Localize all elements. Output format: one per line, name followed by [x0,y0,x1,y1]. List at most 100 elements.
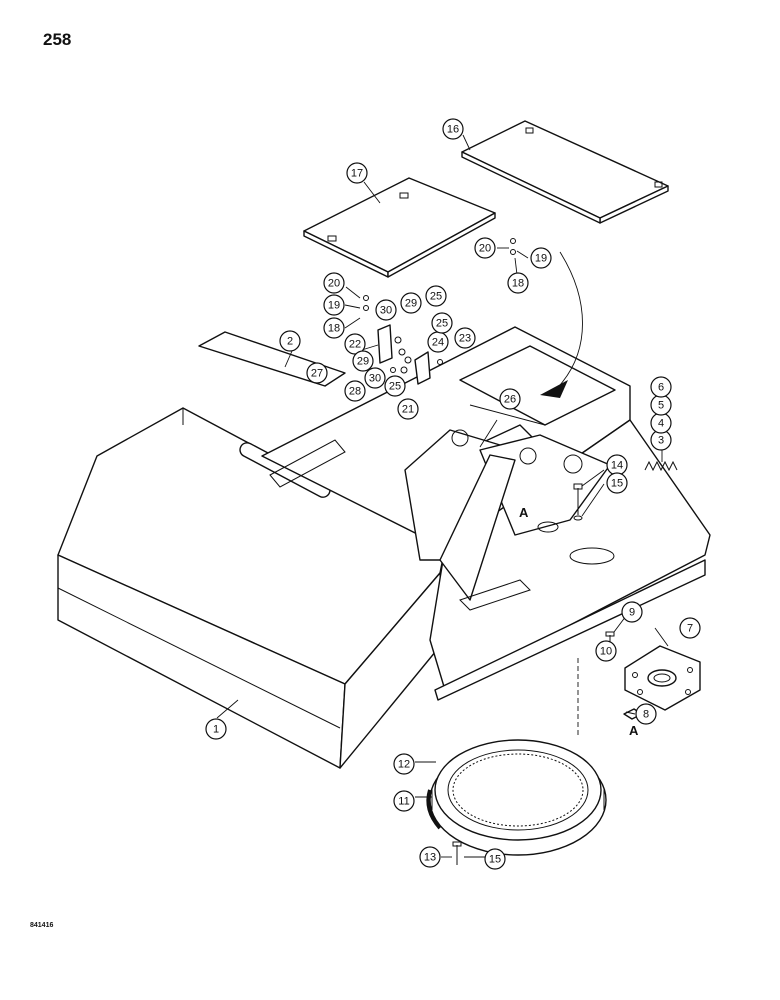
curved-arrow [540,251,583,398]
cover-plate-16 [461,120,669,224]
callout-label: 17 [351,168,363,180]
callout-label: 5 [658,400,664,412]
callout-layer: 1234567891011121314151516171818191920202… [205,118,701,870]
bracket-7 [624,645,701,711]
callout-circle [393,753,415,775]
callout-circle [346,162,368,184]
bolt-14 [573,483,583,521]
callout-circle [352,350,374,372]
callout-5: 5 [650,394,672,416]
reference-mark-a: A [519,505,529,520]
callout-circle [344,380,366,402]
callout-1: 1 [205,718,227,740]
callout-label: 24 [432,337,444,349]
callout-26: 26 [499,388,521,410]
callout-circle [323,317,345,339]
callout-6: 6 [650,376,672,398]
callout-23: 23 [454,327,476,349]
callout-circle [595,640,617,662]
callout-label: 10 [600,646,612,658]
callout-circle [393,790,415,812]
callout-label: 11 [398,796,409,808]
callout-circle [474,237,496,259]
callout-circle [606,472,628,494]
callout-circle [400,292,422,314]
callout-label: 20 [479,243,491,255]
callout-18: 18 [323,317,345,339]
callout-label: 3 [658,435,664,447]
callout-label: 27 [311,368,323,380]
callout-label: 22 [349,339,361,351]
callout-12: 12 [393,753,415,775]
callout-circle [499,388,521,410]
callout-label: 28 [349,386,361,398]
callout-circle [323,272,345,294]
cover-plate-17 [303,177,496,278]
page-number: 258 [43,30,72,49]
callout-label: 29 [405,298,417,310]
callout-circle [344,333,366,355]
callout-label: 12 [398,759,410,771]
callout-circle [679,617,701,639]
callout-25: 25 [425,285,447,307]
callout-13: 13 [419,846,441,868]
callout-label: 18 [512,278,524,290]
callout-label: 30 [369,373,381,385]
callout-label: 1 [213,724,219,736]
callout-24: 24 [427,331,449,353]
callout-29: 29 [400,292,422,314]
callout-19: 19 [530,247,552,269]
callout-label: 13 [424,852,436,864]
callout-19: 19 [323,294,345,316]
callout-16: 16 [442,118,464,140]
callout-25: 25 [384,375,406,397]
callout-circle [621,601,643,623]
bolt-13 [452,841,462,865]
callout-30: 30 [375,299,397,321]
callout-label: 15 [489,854,501,866]
callout-7: 7 [679,617,701,639]
callout-label: 30 [380,305,392,317]
callout-label: 7 [687,623,693,635]
callout-label: 19 [328,300,340,312]
callout-label: 2 [287,336,293,348]
figure-code: 841416 [30,922,54,929]
callout-label: 4 [658,418,664,430]
callout-circle [507,272,529,294]
callout-label: 6 [658,382,664,394]
callout-circle [419,846,441,868]
reference-mark-a: A [629,723,639,738]
callout-circle [323,294,345,316]
callout-label: 25 [430,291,442,303]
callout-circle [442,118,464,140]
callout-label: 25 [389,381,401,393]
callout-4: 4 [650,412,672,434]
callout-3: 3 [650,429,672,451]
callout-circle [454,327,476,349]
callout-28: 28 [344,380,366,402]
callout-14: 14 [606,454,628,476]
callout-circle [530,247,552,269]
callout-9: 9 [621,601,643,623]
callout-circle [279,330,301,352]
callout-8: 8 [635,703,657,725]
callout-label: 25 [436,318,448,330]
callout-label: 29 [357,356,369,368]
callout-22: 22 [344,333,366,355]
callout-label: 9 [629,607,635,619]
callout-17: 17 [346,162,368,184]
callout-circle [484,848,506,870]
callout-circle [364,367,386,389]
callout-2: 2 [279,330,301,352]
callout-label: 26 [504,394,516,406]
callout-label: 21 [402,404,414,416]
callout-circle [306,362,328,384]
callout-circle [425,285,447,307]
callout-15: 15 [606,472,628,494]
callout-label: 20 [328,278,340,290]
spring-3 [644,460,678,472]
callout-circle [635,703,657,725]
swing-bearing [426,658,607,856]
callout-27: 27 [306,362,328,384]
